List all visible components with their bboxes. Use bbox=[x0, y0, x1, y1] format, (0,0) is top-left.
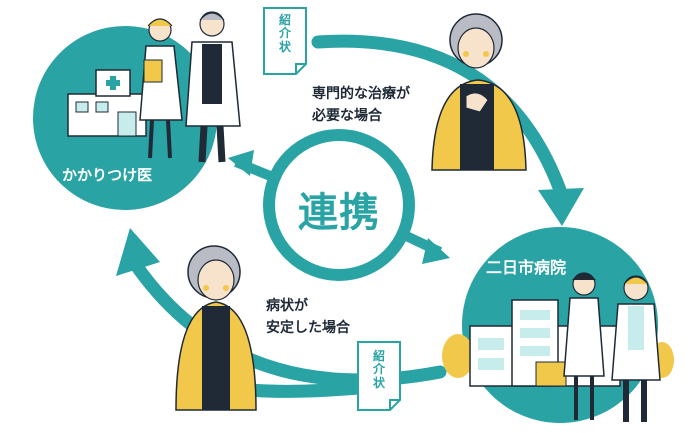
clinic-building-icon bbox=[67, 69, 147, 137]
referral-letter-bottom-icon bbox=[357, 341, 401, 411]
cooperation-label: 連携 bbox=[298, 190, 380, 236]
caption-bottom-line1: 病状が bbox=[266, 298, 308, 314]
nurse-icon bbox=[139, 18, 183, 159]
doctor-icon bbox=[185, 11, 241, 163]
inner-arrow-left-head-icon bbox=[228, 150, 254, 176]
hospital-doctor-icon bbox=[611, 275, 661, 422]
arrow-head-left-icon bbox=[116, 228, 160, 276]
referral-letter-top-icon bbox=[263, 7, 307, 75]
caption-top-line1: 専門的な治療が bbox=[312, 86, 410, 102]
clinic-label: かかりつけ医 bbox=[62, 166, 153, 184]
arrow-top-right bbox=[311, 34, 567, 197]
hospital-nurse-icon bbox=[563, 272, 605, 420]
patient-woman-icon bbox=[431, 13, 527, 171]
center-ring bbox=[228, 129, 450, 281]
arrow-head-right-icon bbox=[538, 188, 584, 226]
referral-letter-top-text: 紹介状 bbox=[278, 13, 291, 54]
caption-top-line2: 必要な場合 bbox=[312, 108, 382, 124]
caption-bottom-line2: 安定した場合 bbox=[266, 320, 350, 336]
hospital-label: 二日市病院 bbox=[486, 258, 567, 277]
referral-letter-bottom-text: 紹介状 bbox=[372, 349, 385, 390]
patient-woman-calm-icon bbox=[175, 245, 257, 411]
inner-arrow-right-head-icon bbox=[422, 238, 450, 264]
